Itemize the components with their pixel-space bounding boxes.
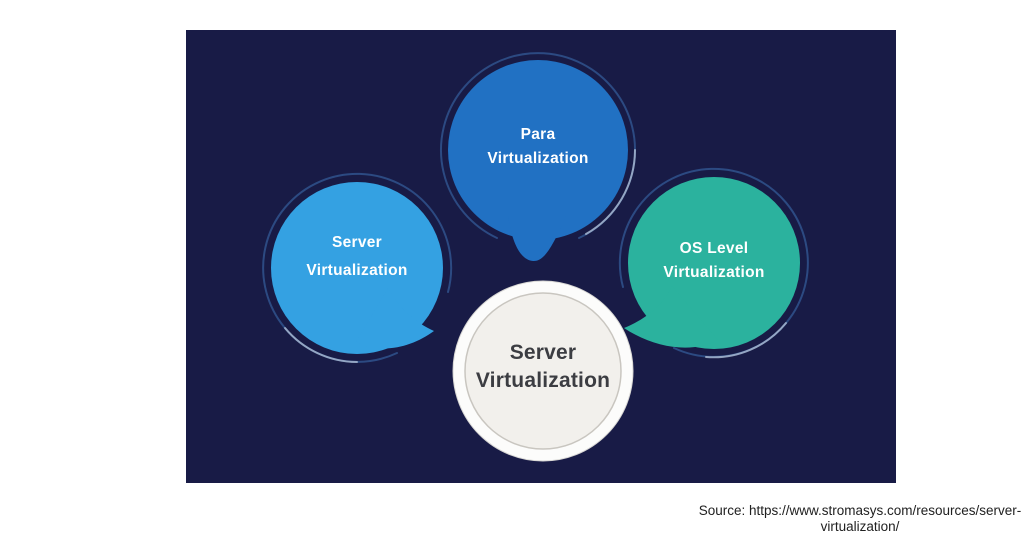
diagram-canvas: Para Virtualization Server Virtualizatio… [186,30,896,483]
para-bubble-tail [508,216,566,262]
os-level-bubble-outline-arc-highlight [705,322,787,359]
server-virtualization-diagram: Para Virtualization Server Virtualizatio… [186,30,896,483]
os-level-virtualization-bubble: OS Level Virtualization [624,177,800,349]
para-bubble-outline-arc-highlight [585,149,636,235]
center-server-virtualization-node: Server Virtualization [452,280,634,462]
center-circle-label-line2: Virtualization [476,369,610,392]
os-level-bubble-tail [624,286,718,348]
source-caption-line1: Source: https://www.stromasys.com/resour… [698,503,1022,518]
outline-arcs [262,52,809,363]
os-level-bubble-label-line1: OS Level [680,240,749,257]
server-bubble-label-line1: Server [332,234,382,251]
os-level-bubble-label-line2: Virtualization [663,264,764,281]
center-circle-inner [464,292,622,450]
para-virtualization-bubble: Para Virtualization [448,60,628,262]
para-bubble-circle [448,60,628,240]
source-caption: Source: https://www.stromasys.com/resour… [696,503,1024,534]
para-bubble-label-line2: Virtualization [487,150,588,167]
server-bubble-label-line2: Virtualization [306,262,407,279]
para-bubble-label-line1: Para [521,126,556,143]
source-caption-line2: virtualization/ [820,518,900,534]
server-virtualization-bubble: Server Virtualization [271,182,443,354]
server-bubble-outline-arc-highlight [284,327,358,363]
server-bubble-tail [356,288,434,349]
center-circle-label-line1: Server [510,341,577,364]
